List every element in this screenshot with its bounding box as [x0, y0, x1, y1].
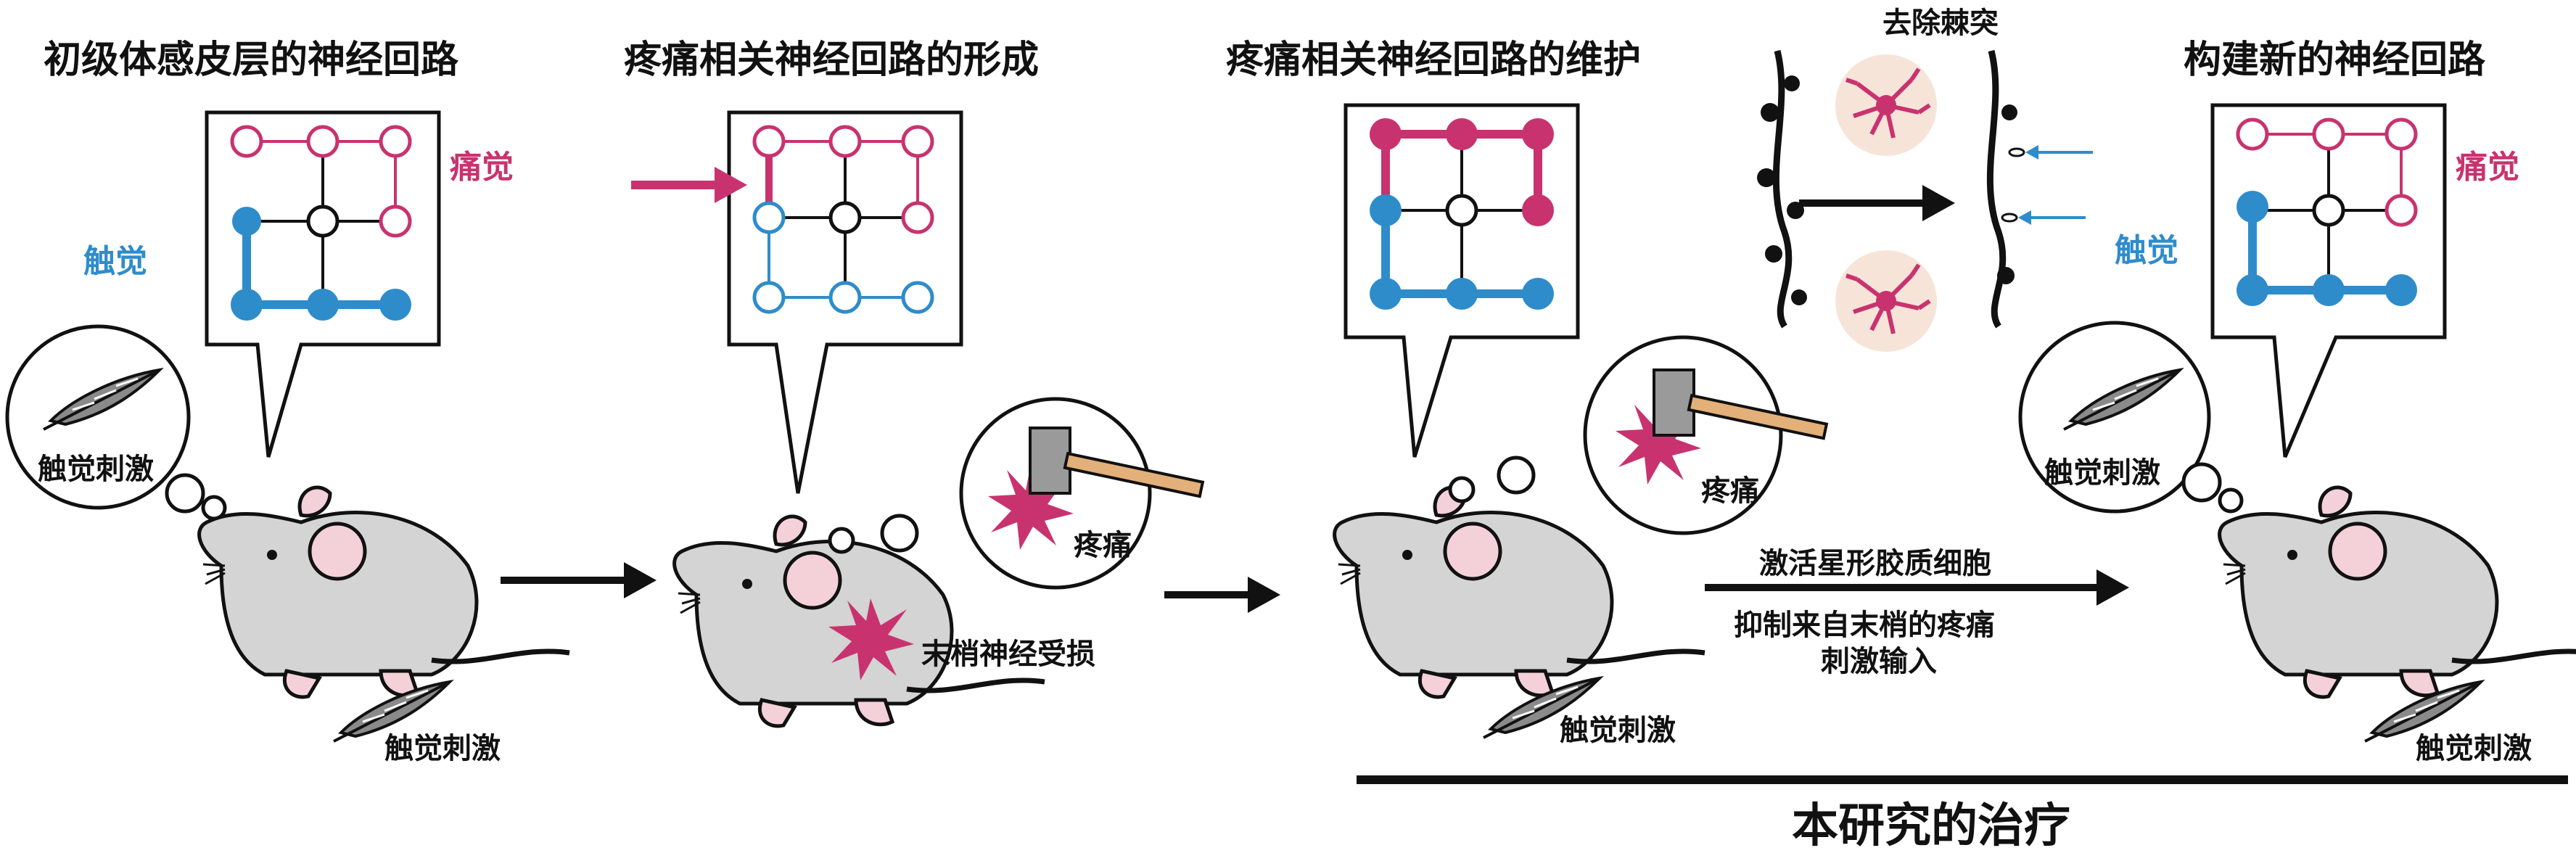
mouse-icon	[2220, 487, 2576, 697]
astrocyte-icon	[1835, 250, 1937, 352]
thought-bubble-5	[2018, 321, 2211, 514]
circuit-2	[631, 125, 934, 314]
panel-5: 构建新的神经回路 痛觉 触觉 触觉刺激 触觉刺激	[2018, 38, 2576, 765]
circuit-5	[2236, 118, 2418, 306]
arrow-icon	[1799, 185, 1955, 221]
bubble-label-5: 触觉刺激	[2044, 456, 2160, 490]
arrow-icon	[501, 562, 657, 598]
touch-label-5: 触觉	[2115, 232, 2178, 269]
arrow-icon	[2018, 145, 2093, 225]
arrow-icon	[1705, 569, 2129, 606]
panel-1: 初级体感皮层的神经回路 痛觉 触觉 触觉刺激 触觉刺激	[5, 38, 569, 765]
bubble-label-2: 疼痛	[1074, 529, 1132, 562]
step2-line1: 抑制来自末梢的疼痛	[1734, 609, 1995, 642]
panel-3-title: 疼痛相关神经回路的维护	[1226, 38, 1641, 82]
step1-label: 激活星形胶质细胞	[1759, 547, 1991, 580]
bubble-label-1: 触觉刺激	[38, 453, 154, 486]
dendrite-icon	[1757, 49, 1807, 329]
circuit-1	[230, 125, 412, 321]
mouse-icon	[199, 487, 569, 697]
panel-2: 疼痛相关神经回路的形成 末梢神经受损 疼痛	[624, 38, 1204, 726]
ground-label-3: 触觉刺激	[1560, 714, 1676, 747]
treatment-label: 本研究的治疗	[1792, 799, 2070, 853]
bubble-label-3: 疼痛	[1701, 474, 1759, 508]
spine-title: 去除棘突	[1882, 7, 1999, 40]
panel-4: 去除棘突 激活星形胶质细胞	[1705, 7, 2129, 678]
pain-label-1: 痛觉	[450, 149, 514, 186]
panel-1-title: 初级体感皮层的神经回路	[44, 38, 459, 82]
panel-3: 疼痛相关神经回路的维护 疼痛 触觉刺激	[1226, 38, 1828, 747]
ground-label-5: 触觉刺激	[2416, 732, 2532, 765]
astrocyte-icon	[1835, 54, 1937, 156]
thought-bubble-1	[5, 324, 191, 510]
dendrite-icon	[1986, 49, 2025, 329]
ground-label-1: 触觉刺激	[384, 732, 501, 765]
step2-line2: 刺激输入	[1821, 645, 1937, 678]
panel-2-title: 疼痛相关神经回路的形成	[624, 38, 1039, 82]
panel-5-title: 构建新的神经回路	[2184, 38, 2486, 82]
circuit-3	[1370, 118, 1554, 310]
touch-label-1: 触觉	[83, 243, 147, 280]
pain-label-5: 痛觉	[2456, 149, 2519, 186]
injury-label: 末梢神经受损	[921, 638, 1095, 671]
arrow-icon	[1164, 577, 1280, 613]
